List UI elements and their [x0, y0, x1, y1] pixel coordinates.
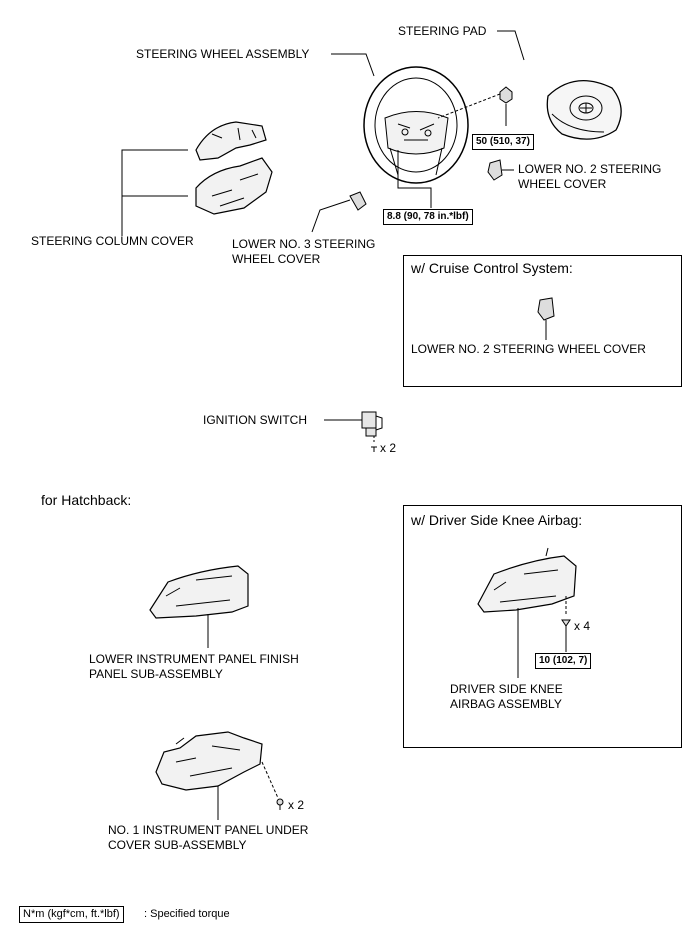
label-steering-column-cover: STEERING COLUMN COVER — [31, 234, 194, 248]
screw-icon — [371, 446, 377, 452]
knee-box-title: w/ Driver Side Knee Airbag: — [411, 512, 583, 528]
leader-steering-pad — [497, 30, 525, 61]
legend-unit: N*m (kgf*cm, ft.*lbf) — [19, 906, 124, 923]
steering-wheel-icon — [363, 66, 469, 184]
cruise-control-box — [403, 255, 682, 387]
cruise-box-part-label: LOWER NO. 2 STEERING WHEEL COVER — [411, 342, 646, 356]
knee-box-part-label: DRIVER SIDE KNEE AIRBAG ASSEMBLY — [450, 682, 563, 711]
knee-box-torque: 10 (102, 7) — [535, 653, 592, 669]
knee-airbag-icon — [477, 547, 577, 613]
lower-no3-cover-icon — [349, 191, 367, 211]
ignition-switch-icon — [361, 411, 383, 437]
screw-under-icon — [276, 798, 284, 810]
knee-airbag-box — [403, 505, 682, 748]
label-lower-no3-cover: LOWER NO. 3 STEERING WHEEL COVER — [232, 237, 376, 266]
label-lower-instr-panel: LOWER INSTRUMENT PANEL FINISH PANEL SUB-… — [89, 652, 299, 681]
leader-steering-wheel — [331, 53, 375, 77]
torque-pad: 50 (510, 37) — [472, 134, 534, 150]
torque-wheel: 8.8 (90, 78 in.*lbf) — [383, 209, 473, 225]
steering-pad-icon — [546, 80, 622, 140]
bolt-icon — [561, 619, 571, 632]
label-steering-pad: STEERING PAD — [398, 24, 487, 38]
nut-icon — [499, 86, 513, 104]
ignition-qty: x 2 — [380, 441, 397, 455]
label-lower-no2-cover: LOWER NO. 2 STEERING WHEEL COVER — [518, 162, 662, 191]
dashed-axis-pad — [437, 93, 501, 119]
lower-no2-cover-icon — [487, 159, 503, 181]
leader-column-cover — [121, 149, 188, 236]
knee-box-qty: x 4 — [574, 619, 591, 633]
label-ignition-switch: IGNITION SWITCH — [203, 413, 307, 427]
leader-torque-wheel — [397, 150, 432, 208]
under-cover-icon — [155, 731, 263, 791]
label-for-hatchback: for Hatchback: — [41, 492, 132, 508]
cruise-cover-icon — [537, 297, 555, 321]
lower-instr-panel-icon — [149, 565, 249, 619]
column-cover-lower-icon — [195, 157, 273, 215]
cruise-box-title: w/ Cruise Control System: — [411, 260, 573, 276]
label-no1-under-cover: NO. 1 INSTRUMENT PANEL UNDER COVER SUB-A… — [108, 823, 309, 852]
label-steering-wheel-assembly: STEERING WHEEL ASSEMBLY — [136, 47, 310, 61]
column-cover-upper-icon — [195, 121, 267, 161]
legend-description: : Specified torque — [144, 908, 230, 920]
under-cover-qty: x 2 — [288, 798, 305, 812]
leader-lower-no3 — [311, 199, 351, 233]
